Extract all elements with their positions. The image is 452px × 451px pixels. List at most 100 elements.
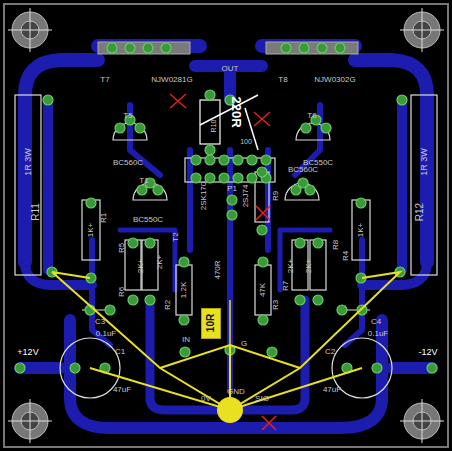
silkscreen-label: C1	[115, 348, 125, 356]
silkscreen-label: T7	[100, 76, 109, 84]
silkscreen-label: R1	[100, 213, 108, 223]
silkscreen-label: 1K+	[357, 223, 365, 237]
solder-pad	[191, 173, 201, 183]
solder-pad	[15, 363, 25, 373]
signal-name: 0V	[201, 395, 211, 403]
handwritten-value: 220R	[230, 96, 243, 127]
silkscreen-label: T8	[278, 76, 287, 84]
silkscreen-label: 0.1uF	[96, 330, 116, 338]
silkscreen-label: T2	[172, 232, 180, 241]
solder-pad	[180, 347, 190, 357]
copper-traces	[20, 46, 432, 428]
solder-pad	[313, 238, 323, 248]
solder-pad	[257, 225, 267, 235]
silkscreen-label: R3	[272, 300, 280, 310]
solder-pad	[128, 295, 138, 305]
solder-pad	[261, 155, 271, 165]
signal-name: +12V	[17, 348, 38, 357]
jumper-wires	[52, 272, 400, 423]
mounting-hole	[8, 399, 52, 443]
silkscreen-label: 2SJ74	[242, 185, 250, 208]
solder-pad	[247, 173, 257, 183]
solder-pad	[43, 95, 53, 105]
silkscreen-label: T6	[307, 112, 316, 120]
signal-name: IN	[182, 336, 190, 344]
silkscreen-label: 0.1uF	[368, 330, 388, 338]
silkscreen-label: C2	[325, 348, 335, 356]
pads	[15, 43, 437, 373]
silkscreen-label: 47K	[259, 283, 267, 297]
solder-pad	[135, 123, 145, 133]
solder-pad	[161, 43, 171, 53]
silkscreen-label: R12	[415, 203, 425, 221]
solder-pad	[179, 315, 189, 325]
silkscreen-label: 100	[240, 138, 252, 145]
board-outline	[4, 4, 448, 447]
silkscreen-label: T1	[139, 177, 148, 185]
solder-pad	[305, 185, 315, 195]
solder-pad	[125, 43, 135, 53]
silkscreen-label: NJW0302G	[314, 76, 355, 84]
solder-pad	[153, 185, 163, 195]
solder-pad	[281, 43, 291, 53]
silkscreen-label: C3	[95, 318, 105, 326]
solder-pad	[313, 295, 323, 305]
solder-pad	[397, 95, 407, 105]
solder-pad	[337, 305, 347, 315]
signal-name: -12V	[418, 348, 437, 357]
solder-pad	[267, 347, 277, 357]
solder-pad	[219, 173, 229, 183]
solder-pad	[107, 43, 117, 53]
silkscreen-label: C4	[371, 318, 381, 326]
solder-pad	[299, 43, 309, 53]
solder-pad	[191, 155, 201, 165]
solder-pad	[137, 185, 147, 195]
solder-pad	[227, 210, 237, 220]
silkscreen-label: 2K+	[305, 259, 313, 273]
solder-pad	[295, 238, 305, 248]
silkscreen-label: 47uF	[113, 386, 131, 394]
silkscreen-outlines	[15, 95, 437, 398]
silkscreen-label: R2	[164, 300, 172, 310]
solder-pad	[301, 123, 311, 133]
solder-pad	[219, 155, 229, 165]
mounting-hole	[400, 399, 444, 443]
solder-pad	[227, 195, 237, 205]
silkscreen-label: 1R 3W	[24, 148, 33, 176]
silkscreen-label: P1	[227, 185, 237, 193]
red-cross-marks	[170, 94, 276, 430]
solder-pad	[356, 198, 366, 208]
power-transistor-tabs	[98, 42, 358, 54]
silkscreen-label: BC560C	[288, 166, 318, 174]
silkscreen-label: R8	[332, 240, 340, 250]
signal-name: SIG	[255, 395, 269, 403]
silkscreen-label: BC550C	[133, 216, 163, 224]
solder-pad	[205, 90, 215, 100]
silkscreen-label: BC560C	[113, 159, 143, 167]
solder-pad	[233, 155, 243, 165]
solder-pad	[205, 155, 215, 165]
silkscreen-label: R6	[118, 287, 126, 297]
solder-pad	[145, 295, 155, 305]
signal-name: OUT	[222, 65, 239, 73]
solder-pad	[205, 145, 215, 155]
value-tag: 10R	[201, 308, 221, 339]
silkscreen-label: 1R 3W	[420, 148, 429, 176]
silkscreen-label: R4	[342, 251, 350, 261]
mounting-hole	[8, 8, 52, 52]
solder-pad	[145, 238, 155, 248]
mounting-holes	[8, 8, 444, 443]
solder-pad	[115, 123, 125, 133]
silkscreen-label: 47uF	[323, 386, 341, 394]
silkscreen-label: R7	[282, 281, 290, 291]
solder-pad	[295, 295, 305, 305]
solder-pad	[205, 173, 215, 183]
silkscreen-label: 1K+	[87, 223, 95, 237]
solder-pad	[317, 43, 327, 53]
solder-pad	[335, 43, 345, 53]
silkscreen-label: R9	[272, 191, 280, 201]
solder-pad	[257, 167, 267, 177]
mounting-hole	[400, 8, 444, 52]
solder-pad	[372, 363, 382, 373]
silkscreen-label: R5	[118, 243, 126, 253]
